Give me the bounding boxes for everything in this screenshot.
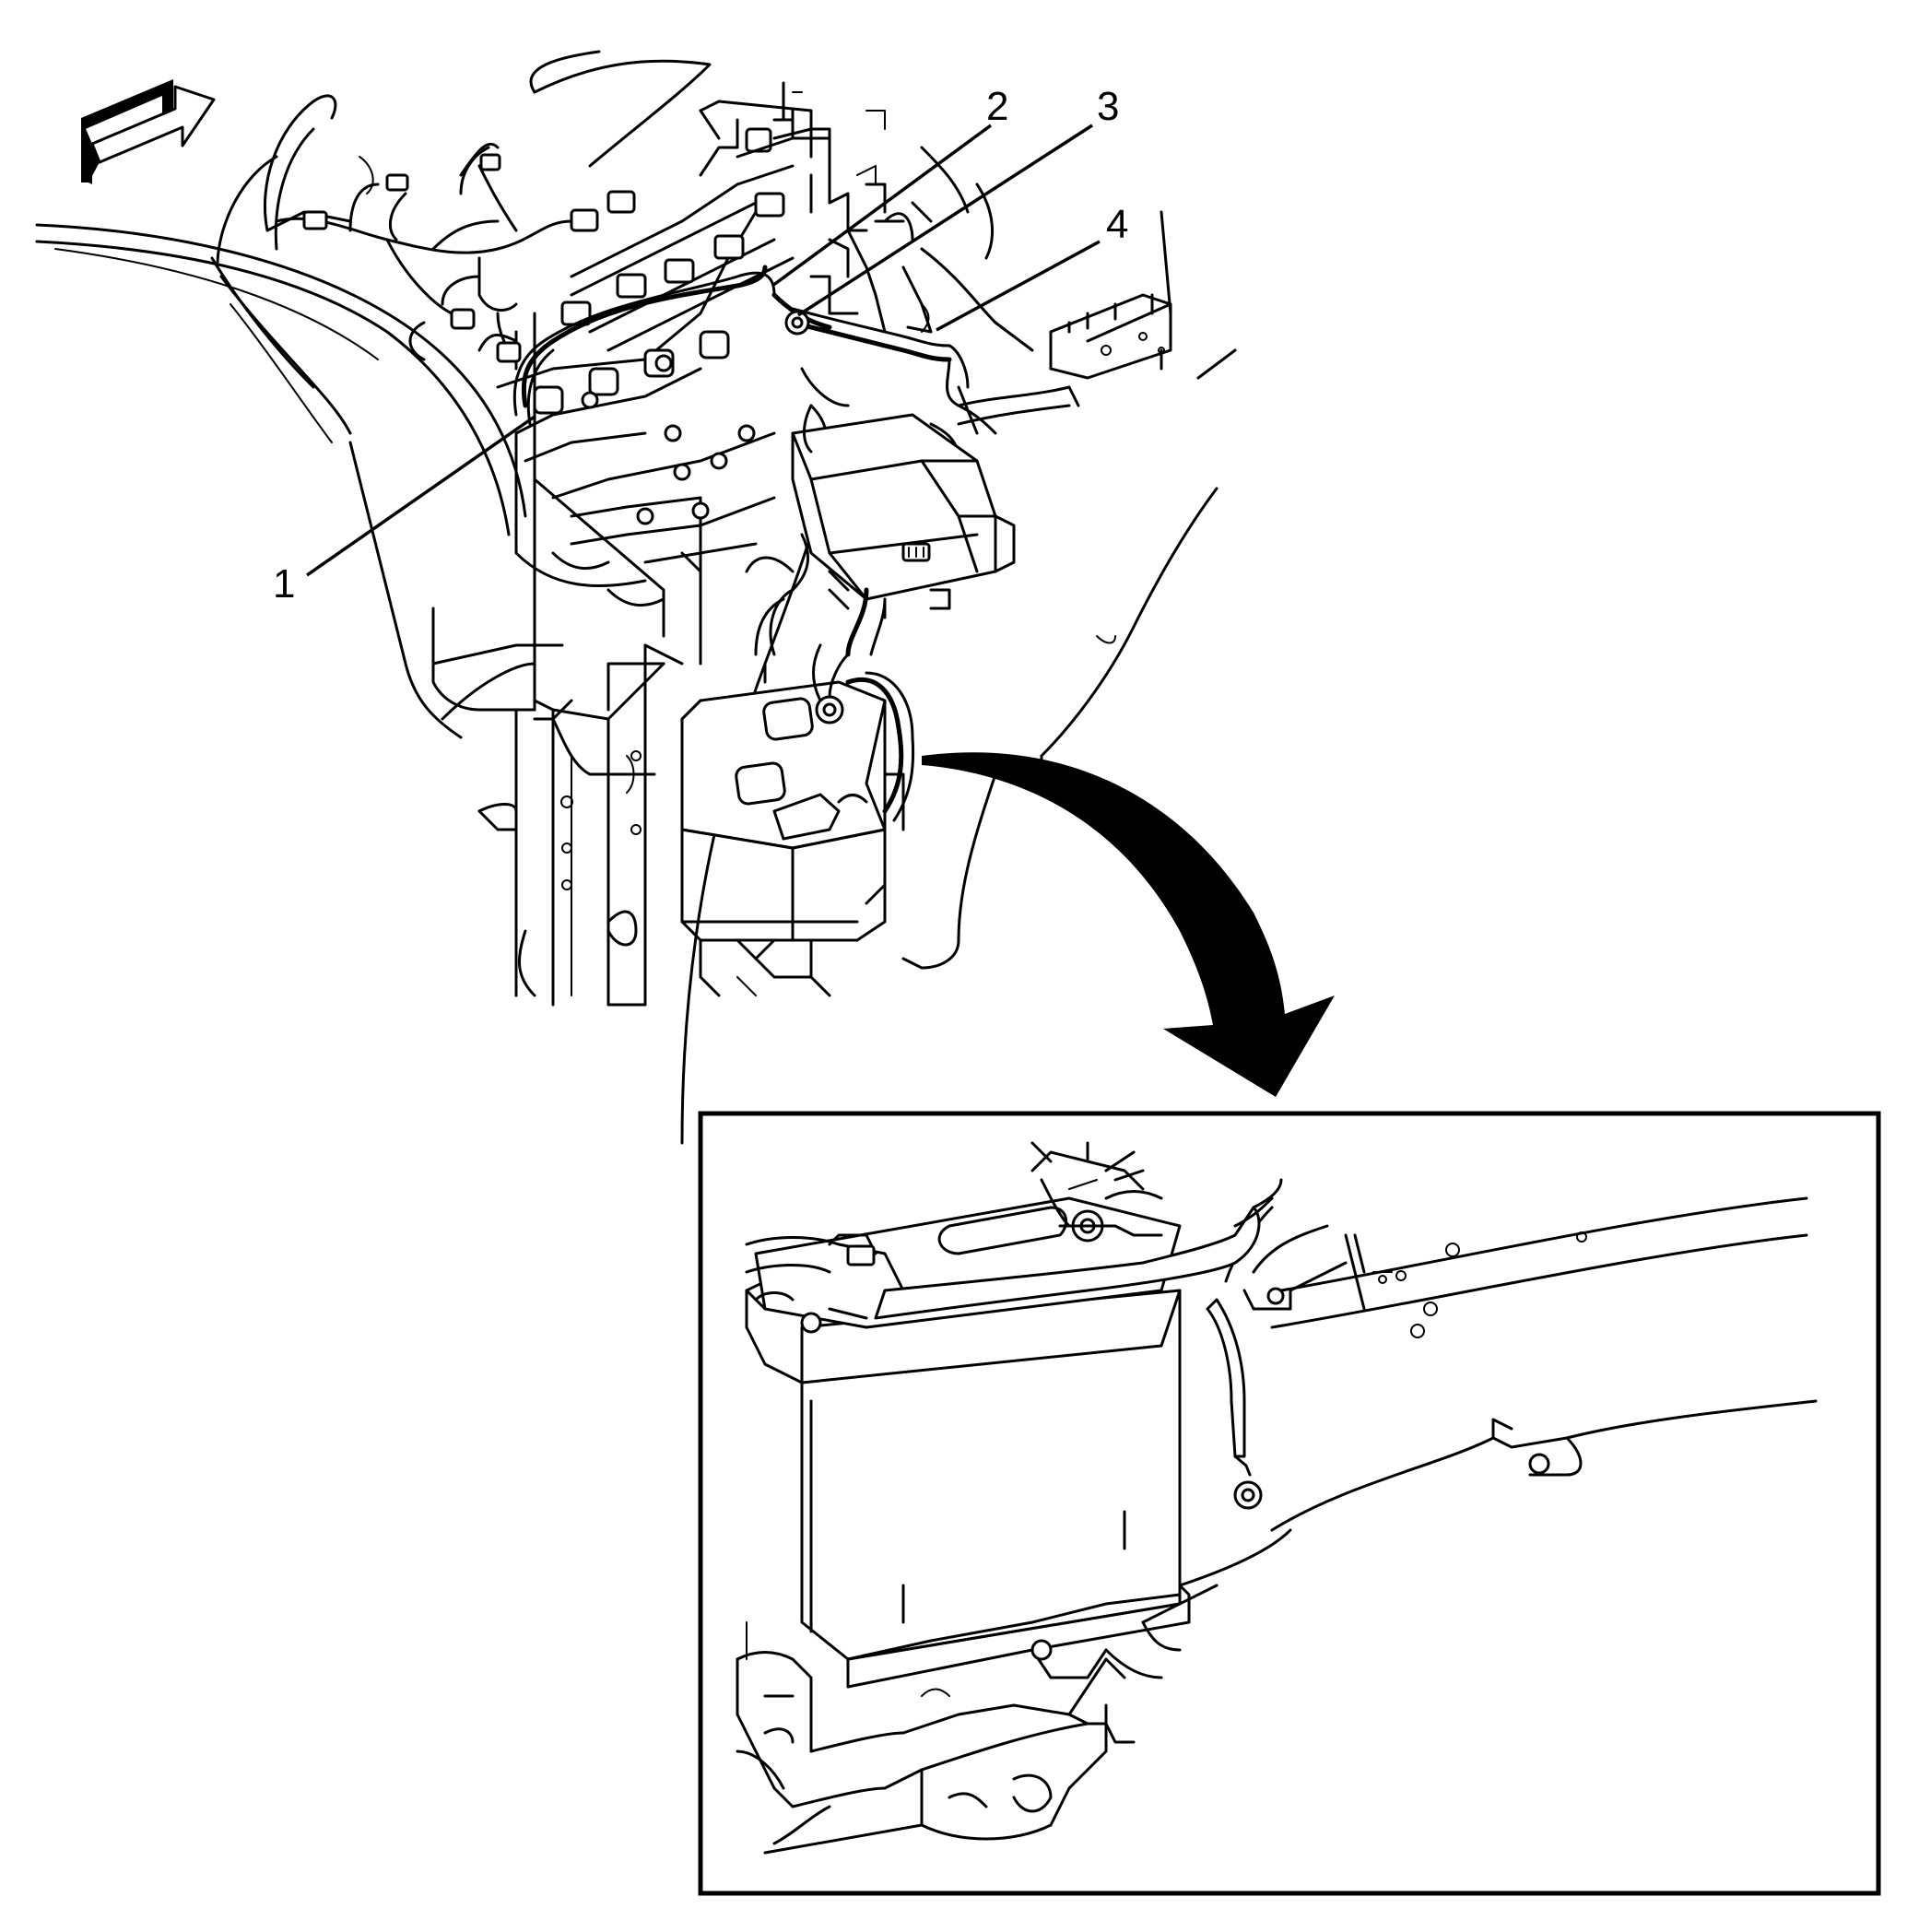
battery-ground-detail bbox=[736, 1141, 1818, 1855]
strut-tower bbox=[216, 94, 536, 739]
ignition-coils bbox=[560, 127, 785, 326]
front-fender bbox=[35, 223, 527, 536]
engine-compartment-view bbox=[35, 50, 1237, 1145]
fuel-injectors bbox=[533, 330, 756, 525]
battery-upper-view bbox=[680, 643, 905, 997]
callout-4: 4 bbox=[1106, 202, 1128, 247]
forward-direction-arrow-icon bbox=[81, 79, 216, 184]
callout-2: 2 bbox=[986, 84, 1008, 129]
firewall-bracket bbox=[865, 146, 1172, 380]
callout-1: 1 bbox=[273, 561, 295, 607]
detail-view-arrow-icon bbox=[922, 752, 1335, 1097]
callout-3: 3 bbox=[1097, 84, 1119, 129]
leader-lines bbox=[305, 124, 1343, 1632]
frame-rail bbox=[477, 643, 684, 1007]
underhood-fuse-block bbox=[791, 404, 1016, 619]
engine-assembly bbox=[496, 81, 933, 610]
battery-positive-cable bbox=[745, 533, 915, 822]
engine-wiring-harness bbox=[275, 142, 573, 371]
callout-labels: 1 2 3 4 5 bbox=[273, 84, 1359, 1683]
positive-battery-cable-harness bbox=[512, 265, 832, 426]
detail-inset bbox=[698, 1111, 1881, 1896]
